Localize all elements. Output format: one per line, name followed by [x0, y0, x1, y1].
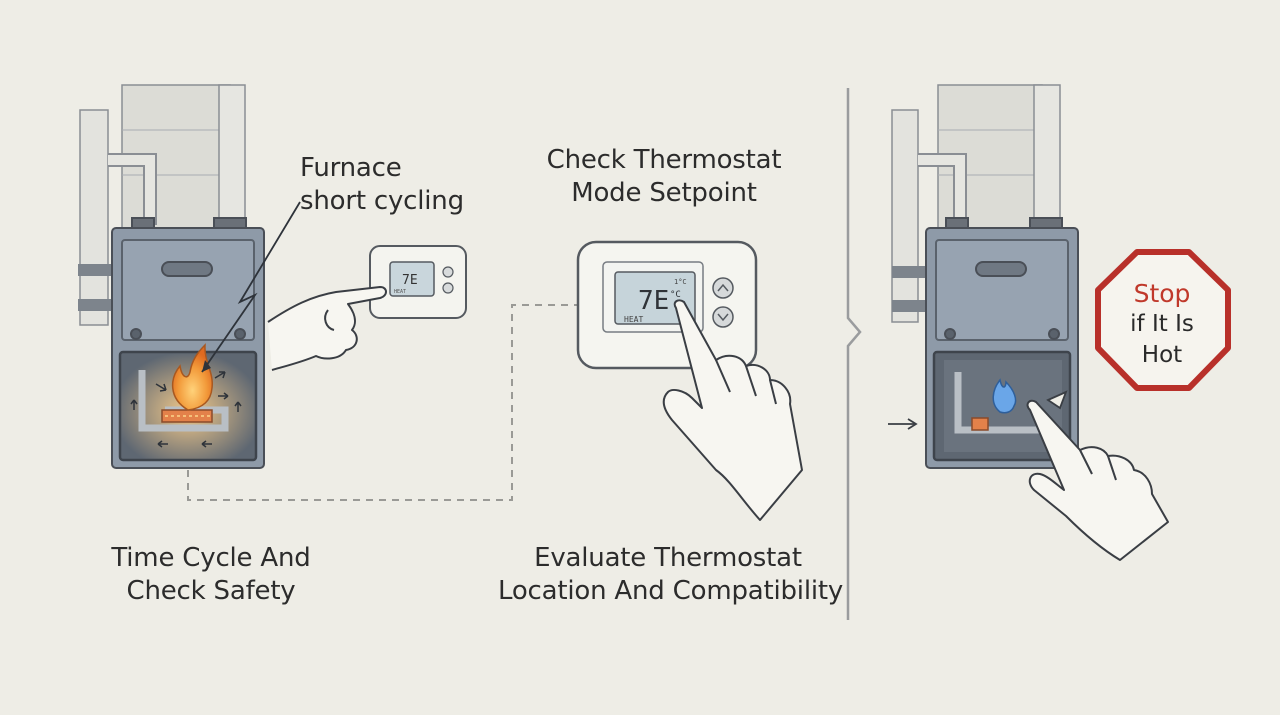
furnace-left — [78, 84, 265, 469]
hand-center — [662, 299, 803, 521]
large-thermostat-unit-top: 1°C — [674, 278, 687, 286]
label-furnace-short-cycling: Furnace short cycling — [300, 153, 464, 216]
flow-connector — [187, 304, 590, 501]
stop-sign — [1095, 249, 1231, 391]
pointer-line — [201, 201, 301, 373]
thermostat-small: 7E HEAT — [369, 245, 467, 319]
hand-right — [1026, 399, 1169, 561]
large-thermostat-unit: °C — [670, 290, 681, 300]
stop-sign-text: Stop if It Is Hot — [1102, 278, 1222, 371]
stop-word: Stop — [1133, 279, 1191, 308]
small-thermostat-mode: HEAT — [394, 289, 406, 295]
hand-left — [267, 286, 387, 371]
label-evaluate-thermostat: Evaluate Thermostat Location And Compati… — [498, 543, 844, 606]
small-thermostat-reading: 7E — [402, 273, 418, 288]
label-time-cycle: Time Cycle And Check Safety — [111, 543, 311, 606]
stop-line-3: Hot — [1141, 342, 1183, 368]
label-check-thermostat: Check Thermostat Mode Setpoint — [546, 145, 782, 208]
large-thermostat-mode: HEAT — [624, 315, 643, 324]
section-divider — [846, 88, 862, 620]
furnace-right — [888, 84, 1079, 469]
stop-line-2: if It Is — [1130, 311, 1194, 337]
large-thermostat-reading: 7E — [638, 286, 669, 316]
thermostat-large: 7E °C 1°C HEAT — [576, 240, 758, 370]
